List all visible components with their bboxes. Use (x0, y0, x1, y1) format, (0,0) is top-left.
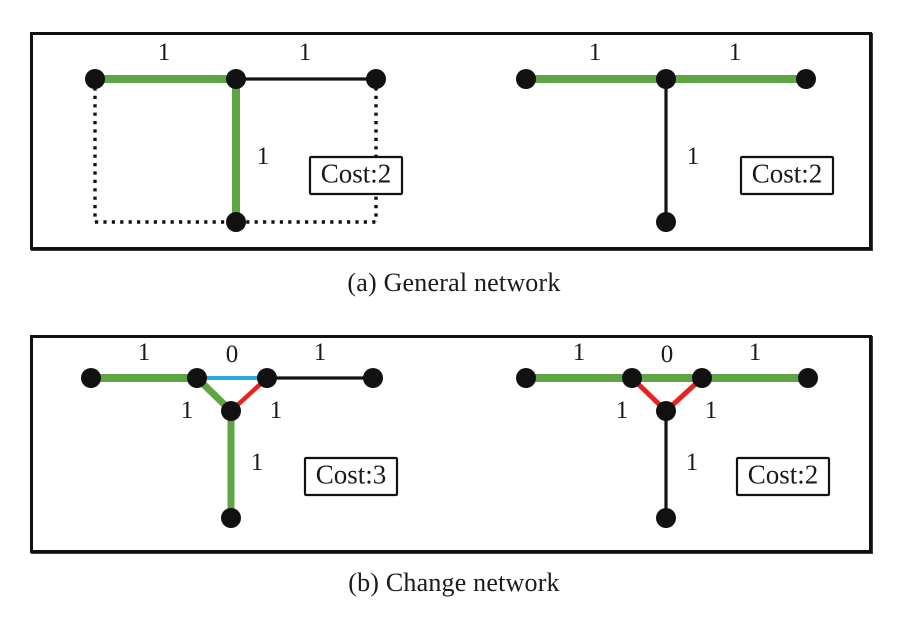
panel-a-frame (30, 32, 872, 250)
panel-b-frame (30, 335, 872, 553)
caption-panel-b: (b) Change network (348, 568, 560, 597)
caption-panel-a: (a) General network (347, 268, 561, 297)
